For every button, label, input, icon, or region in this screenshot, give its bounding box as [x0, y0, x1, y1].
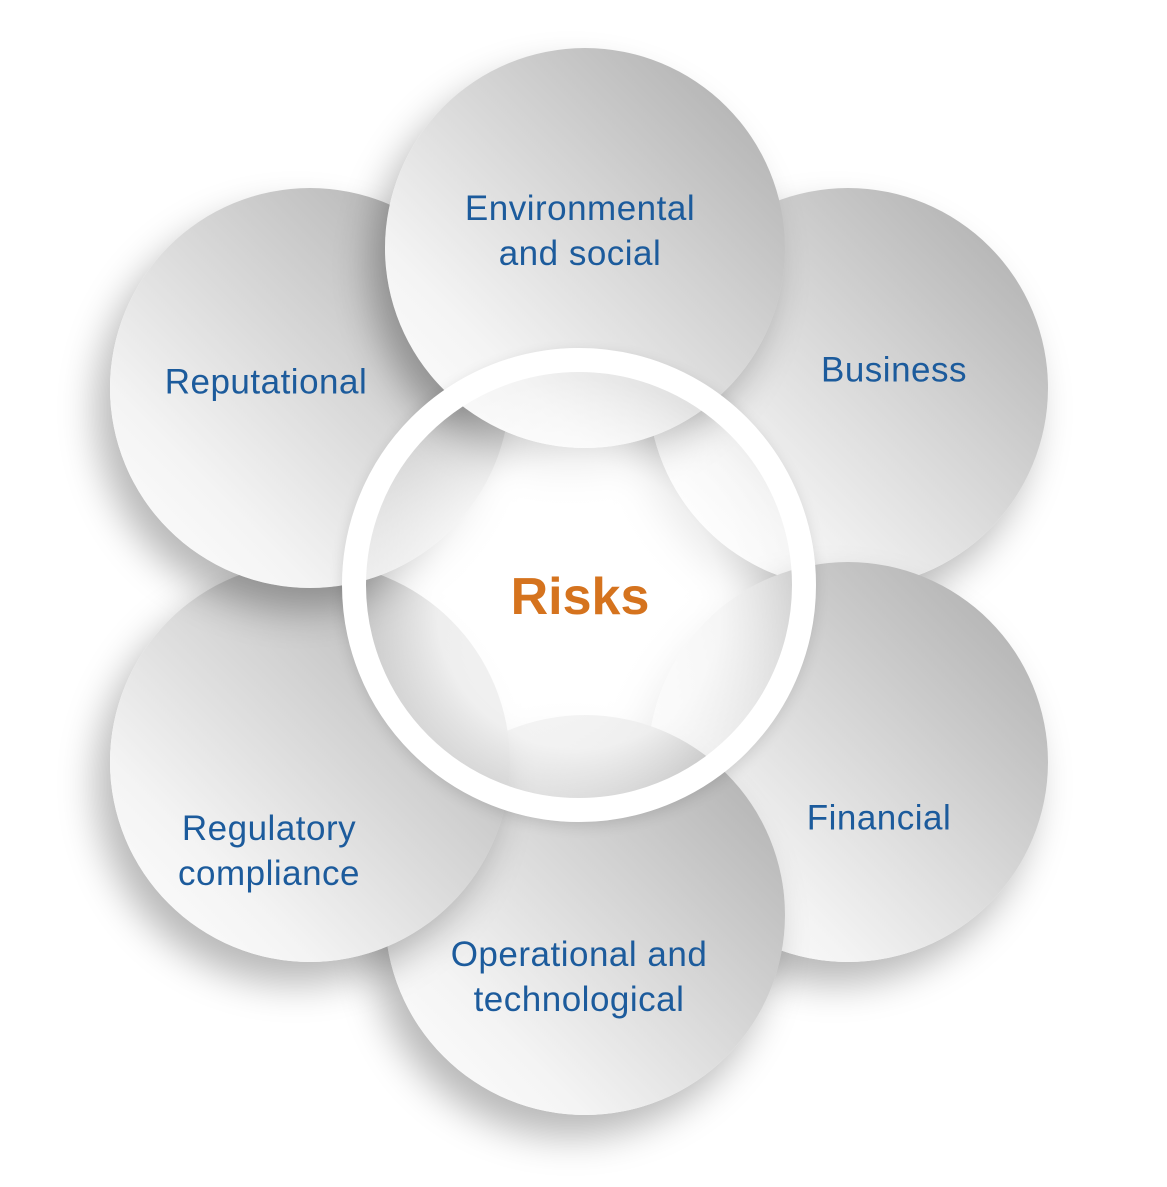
label-operational: Operational and technological	[451, 932, 708, 1022]
label-line: Regulatory	[181, 809, 357, 848]
label-line: Financial	[806, 798, 952, 838]
label-line: compliance	[177, 854, 361, 893]
label-line: Business	[820, 350, 968, 390]
label-reputational: Reputational	[165, 360, 368, 405]
label-line: and social	[498, 234, 662, 273]
label-line: technological	[473, 980, 685, 1019]
center-label-risks: Risks	[510, 568, 650, 626]
label-business: Business	[821, 348, 967, 393]
label-regulatory: Regulatory compliance	[178, 806, 360, 896]
center-ring	[342, 348, 816, 822]
label-environmental: Environmental and social	[465, 186, 695, 276]
label-line: Operational and	[450, 935, 708, 974]
label-line: Environmental	[464, 189, 696, 228]
label-financial: Financial	[807, 796, 952, 841]
label-line: Reputational	[164, 362, 368, 402]
